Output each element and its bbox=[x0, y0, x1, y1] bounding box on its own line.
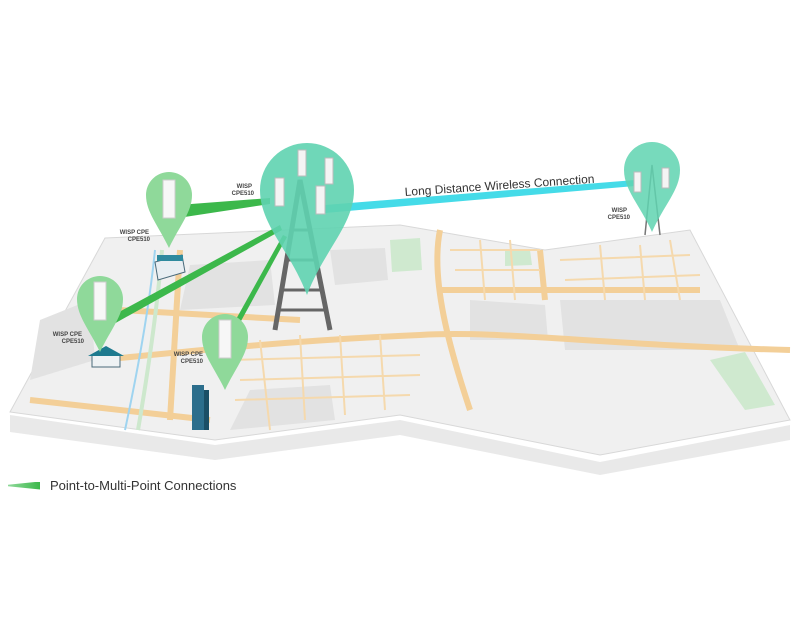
skyscraper-icon bbox=[192, 385, 209, 430]
device-label: CPE510 bbox=[608, 215, 631, 221]
legend: Point-to-Multi-Point Connections bbox=[8, 478, 236, 493]
device-label: WISP CPE bbox=[120, 230, 149, 236]
device-label: CPE510 bbox=[181, 359, 204, 365]
p2mp-link bbox=[178, 198, 270, 218]
park bbox=[505, 250, 532, 266]
device-label: CPE510 bbox=[62, 339, 85, 345]
park bbox=[710, 352, 775, 410]
p2mp-link bbox=[108, 225, 282, 325]
river bbox=[124, 249, 156, 431]
cpe-pin bbox=[202, 314, 248, 390]
legend-label: Point-to-Multi-Point Connections bbox=[50, 478, 237, 493]
park bbox=[390, 238, 422, 272]
remote-tower-pin bbox=[624, 142, 680, 232]
p2mp-legend-swatch bbox=[8, 481, 40, 490]
device-label: WISP CPE bbox=[53, 332, 82, 338]
p2mp-link bbox=[230, 235, 287, 332]
antenna-icon bbox=[218, 319, 232, 359]
device-label: WISP bbox=[612, 208, 627, 214]
antenna-icon bbox=[162, 179, 176, 219]
device-label: WISP CPE bbox=[174, 352, 203, 358]
map-shadow bbox=[10, 415, 790, 475]
house-icon bbox=[88, 346, 124, 368]
building-icon bbox=[154, 254, 186, 281]
device-label: CPE510 bbox=[232, 191, 255, 197]
cpe-pin bbox=[77, 276, 123, 352]
antenna-icon bbox=[633, 167, 670, 193]
long-distance-link bbox=[325, 180, 635, 213]
device-label: CPE510 bbox=[128, 237, 151, 243]
antenna-icon bbox=[274, 149, 334, 215]
device-label: WISP bbox=[237, 184, 252, 190]
map-blocks bbox=[30, 248, 740, 430]
cpe-pin bbox=[146, 172, 192, 248]
antenna-icon bbox=[93, 281, 107, 321]
minor-roads bbox=[229, 239, 701, 431]
